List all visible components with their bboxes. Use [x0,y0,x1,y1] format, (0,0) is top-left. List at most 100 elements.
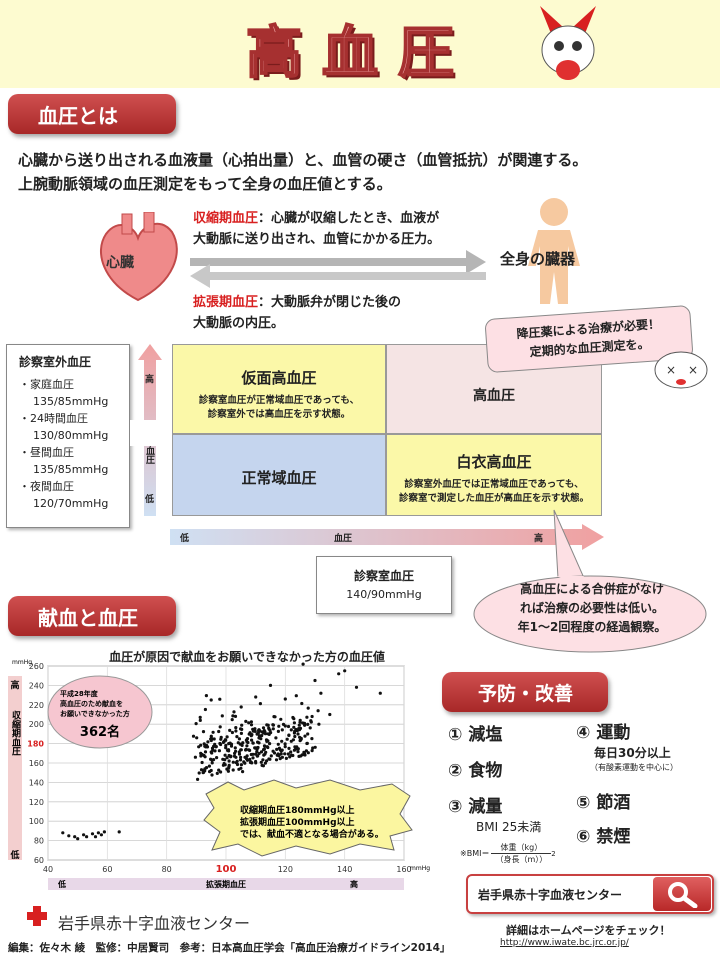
data-point [267,726,271,730]
data-point [294,694,298,698]
search-button[interactable] [653,877,711,911]
annotation-line-1: 平成28年度 [60,689,99,698]
data-point [293,734,297,739]
worried-face-icon: ×× [654,351,708,389]
data-point [298,720,302,724]
data-point [219,735,223,739]
data-point [230,730,234,735]
note-burst [203,779,413,857]
data-point [298,735,302,739]
data-point [247,721,251,725]
section-heading-prevention: 予防・改善 [442,672,608,712]
data-point [213,742,217,746]
body-label: 全身の臓器 [500,250,576,268]
normal-label: 正常域血圧 [241,469,317,487]
website-link[interactable]: http://www.iwate.bc.jrc.or.jp/ [500,938,629,948]
y-axis-low: 低 [145,495,155,505]
bmi-formula: ※BMI＝ 体重（kg） （身長（m）） 2 [460,842,556,865]
data-point [213,749,217,753]
outside-bp-item-label: ・24時間血圧 [19,412,88,425]
data-point [256,745,260,750]
data-point [300,753,304,757]
office-bp-box: 診察室血圧 140/90mmHg [316,556,452,614]
annotation-count: 362名 [80,724,120,740]
data-point [206,740,210,744]
data-point [337,672,341,676]
data-point [303,734,307,738]
y-tick-label: 140 [29,778,44,787]
data-point [244,747,248,751]
flow-arrows [190,250,486,288]
prevention-item: ⑤ 節酒 [576,788,630,813]
item-number: ① [448,725,463,745]
observation-callout-shape [473,509,707,653]
data-point [254,752,258,756]
data-point [310,749,314,753]
data-point [311,746,315,750]
data-point [302,750,306,754]
data-point [232,710,236,714]
data-point [231,768,235,772]
y-tick-label: 100 [29,817,44,826]
x-unit: mmHg [410,865,430,872]
data-point [274,758,279,762]
data-point [236,741,240,745]
data-point [243,755,247,759]
data-point [203,767,207,771]
item-label: 減塩 [468,725,503,745]
systolic-term: 収縮期血圧 [193,211,259,226]
data-point [241,741,245,745]
intro-text: 心臓から送り出される血液量（心拍出量）と、血管の硬さ（血管抵抗）が関連する。 上… [18,148,708,196]
data-point [301,662,305,666]
masked-title: 仮面高血圧 [241,369,317,387]
chart-title: 血圧が原因で献血をお願いできなかった方の血圧値 [109,650,385,664]
page-title: 高血圧 [245,20,474,87]
observation-callout: 高血圧による合併症がなけ れば治療の必要性は低い。 年1〜2回程度の経過観察。 [488,580,696,637]
data-point [260,734,264,738]
data-point [223,753,227,757]
data-point [265,745,269,749]
data-point [310,714,314,719]
data-point [241,770,245,774]
annotation-line-2: 高血圧のため献血を [60,699,123,708]
data-point [198,715,202,719]
data-point [306,732,310,736]
data-point [227,759,231,763]
data-point [243,761,247,765]
data-point [286,752,290,756]
bmi-exponent: 2 [551,849,556,858]
data-point [296,750,300,754]
data-point [313,678,317,683]
data-point [317,722,321,726]
item-label: 食物 [468,761,503,781]
data-point [90,832,95,836]
data-point [215,756,219,760]
data-point [298,726,303,730]
data-point [209,734,213,738]
data-point [235,762,240,767]
data-point [76,837,80,841]
data-point [202,742,206,746]
note-line-3: では、献血不適となる場合がある。 [240,828,384,840]
data-point [210,761,214,765]
data-point [308,726,312,730]
y-axis-mid: 血圧 [144,446,154,464]
org-name: 岩手県赤十字血液センター [58,914,251,933]
search-input[interactable]: 岩手県赤十字血液センター [478,887,623,902]
y-tick-label: 180 [27,740,44,749]
body-figure-icon [528,198,580,304]
x-axis-arrow [170,524,604,550]
data-point [289,728,293,732]
data-point [73,835,77,839]
data-point [300,701,304,706]
data-point [214,745,218,749]
intro-line-1: 心臓から送り出される血液量（心拍出量）と、血管の硬さ（血管抵抗）が関連する。 [18,151,588,169]
intro-line-2: 上腕動脈領域の血圧測定をもって全身の血圧値とする。 [18,175,392,193]
data-point [273,715,277,719]
diastolic-definition: 拡張期血圧：大動脈弁が閉じた後の 大動脈の内圧。 [193,292,493,334]
outside-bp-item-value: 120/70mmHg [33,497,109,510]
x-tick-label: 60 [102,865,112,874]
search-box[interactable]: 岩手県赤十字血液センター [466,874,714,914]
x-axis-low: 低 [57,879,66,889]
data-point [261,758,265,762]
